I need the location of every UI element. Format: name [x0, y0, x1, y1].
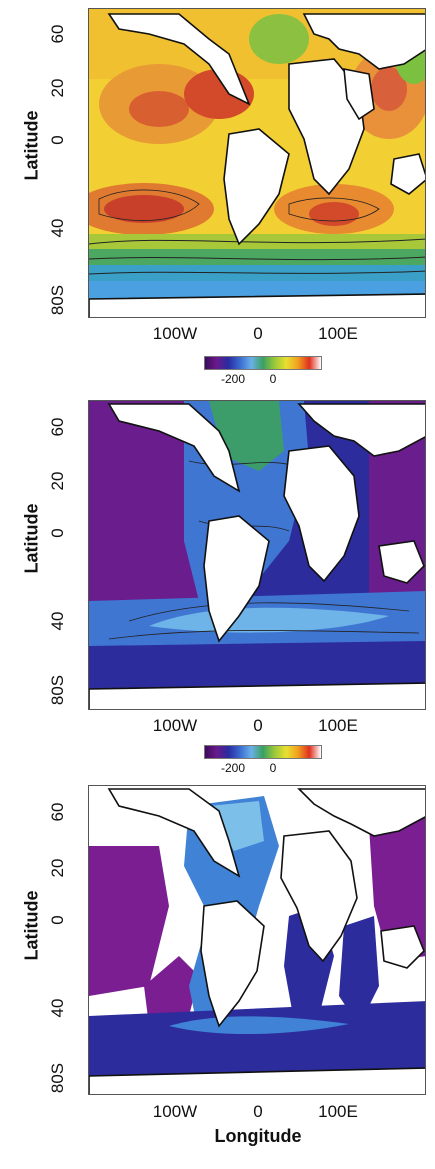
y-tick-20: 20: [48, 858, 67, 878]
x-tick-100e: 100E: [318, 716, 358, 735]
x-tick-100w: 100W: [152, 1102, 198, 1121]
x-tick-100w: 100W: [152, 324, 198, 343]
map-plot-area: [88, 8, 426, 318]
y-axis-label: Latitude: [21, 890, 42, 961]
colorbar-tick-0: 0: [269, 372, 277, 386]
x-axis-label: Longitude: [214, 1126, 302, 1146]
x-tick-100e: 100E: [318, 1102, 358, 1121]
y-tick-0: 0: [48, 528, 67, 538]
map-plot-area: [88, 400, 426, 710]
y-tick-20: 20: [48, 471, 67, 491]
y-tick-0: 0: [48, 915, 67, 925]
map-panel-3: Latitude 60 20 0 40 80S 100W 0 100E L: [0, 780, 435, 1169]
y-tick-60: 60: [48, 417, 67, 437]
colorbar-tick-neg200: -200: [220, 372, 246, 386]
y-tick-20: 20: [48, 78, 67, 98]
map-panel-1: Latitude 60 20 0 40 80S: [0, 0, 435, 395]
colorbar-tick-0: 0: [269, 761, 277, 775]
x-tick-0: 0: [253, 716, 263, 735]
y-tick-0: 0: [48, 135, 67, 145]
x-tick-0: 0: [253, 324, 263, 343]
y-tick-60: 60: [48, 802, 67, 822]
map-plot-area: [88, 785, 426, 1095]
y-tick-40: 40: [48, 998, 67, 1018]
colorbar-gradient: [204, 356, 322, 370]
colorbar-gradient: [204, 745, 322, 759]
y-tick-80s: 80S: [48, 674, 67, 706]
x-tick-0: 0: [253, 1102, 263, 1121]
y-tick-40: 40: [48, 611, 67, 631]
colorbar: [204, 745, 322, 761]
map-panel-2: Latitude 60 20 0 40 80S 100W: [0, 395, 435, 780]
x-tick-100w: 100W: [152, 716, 198, 735]
x-tick-100e: 100E: [318, 324, 358, 343]
colorbar: [204, 356, 322, 372]
y-tick-40: 40: [48, 218, 67, 238]
y-axis-label: Latitude: [21, 503, 42, 574]
y-tick-80s: 80S: [48, 284, 67, 316]
y-tick-80s: 80S: [48, 1062, 67, 1094]
y-axis-label: Latitude: [21, 110, 42, 181]
colorbar-tick-neg200: -200: [220, 761, 246, 775]
y-tick-60: 60: [48, 24, 67, 44]
